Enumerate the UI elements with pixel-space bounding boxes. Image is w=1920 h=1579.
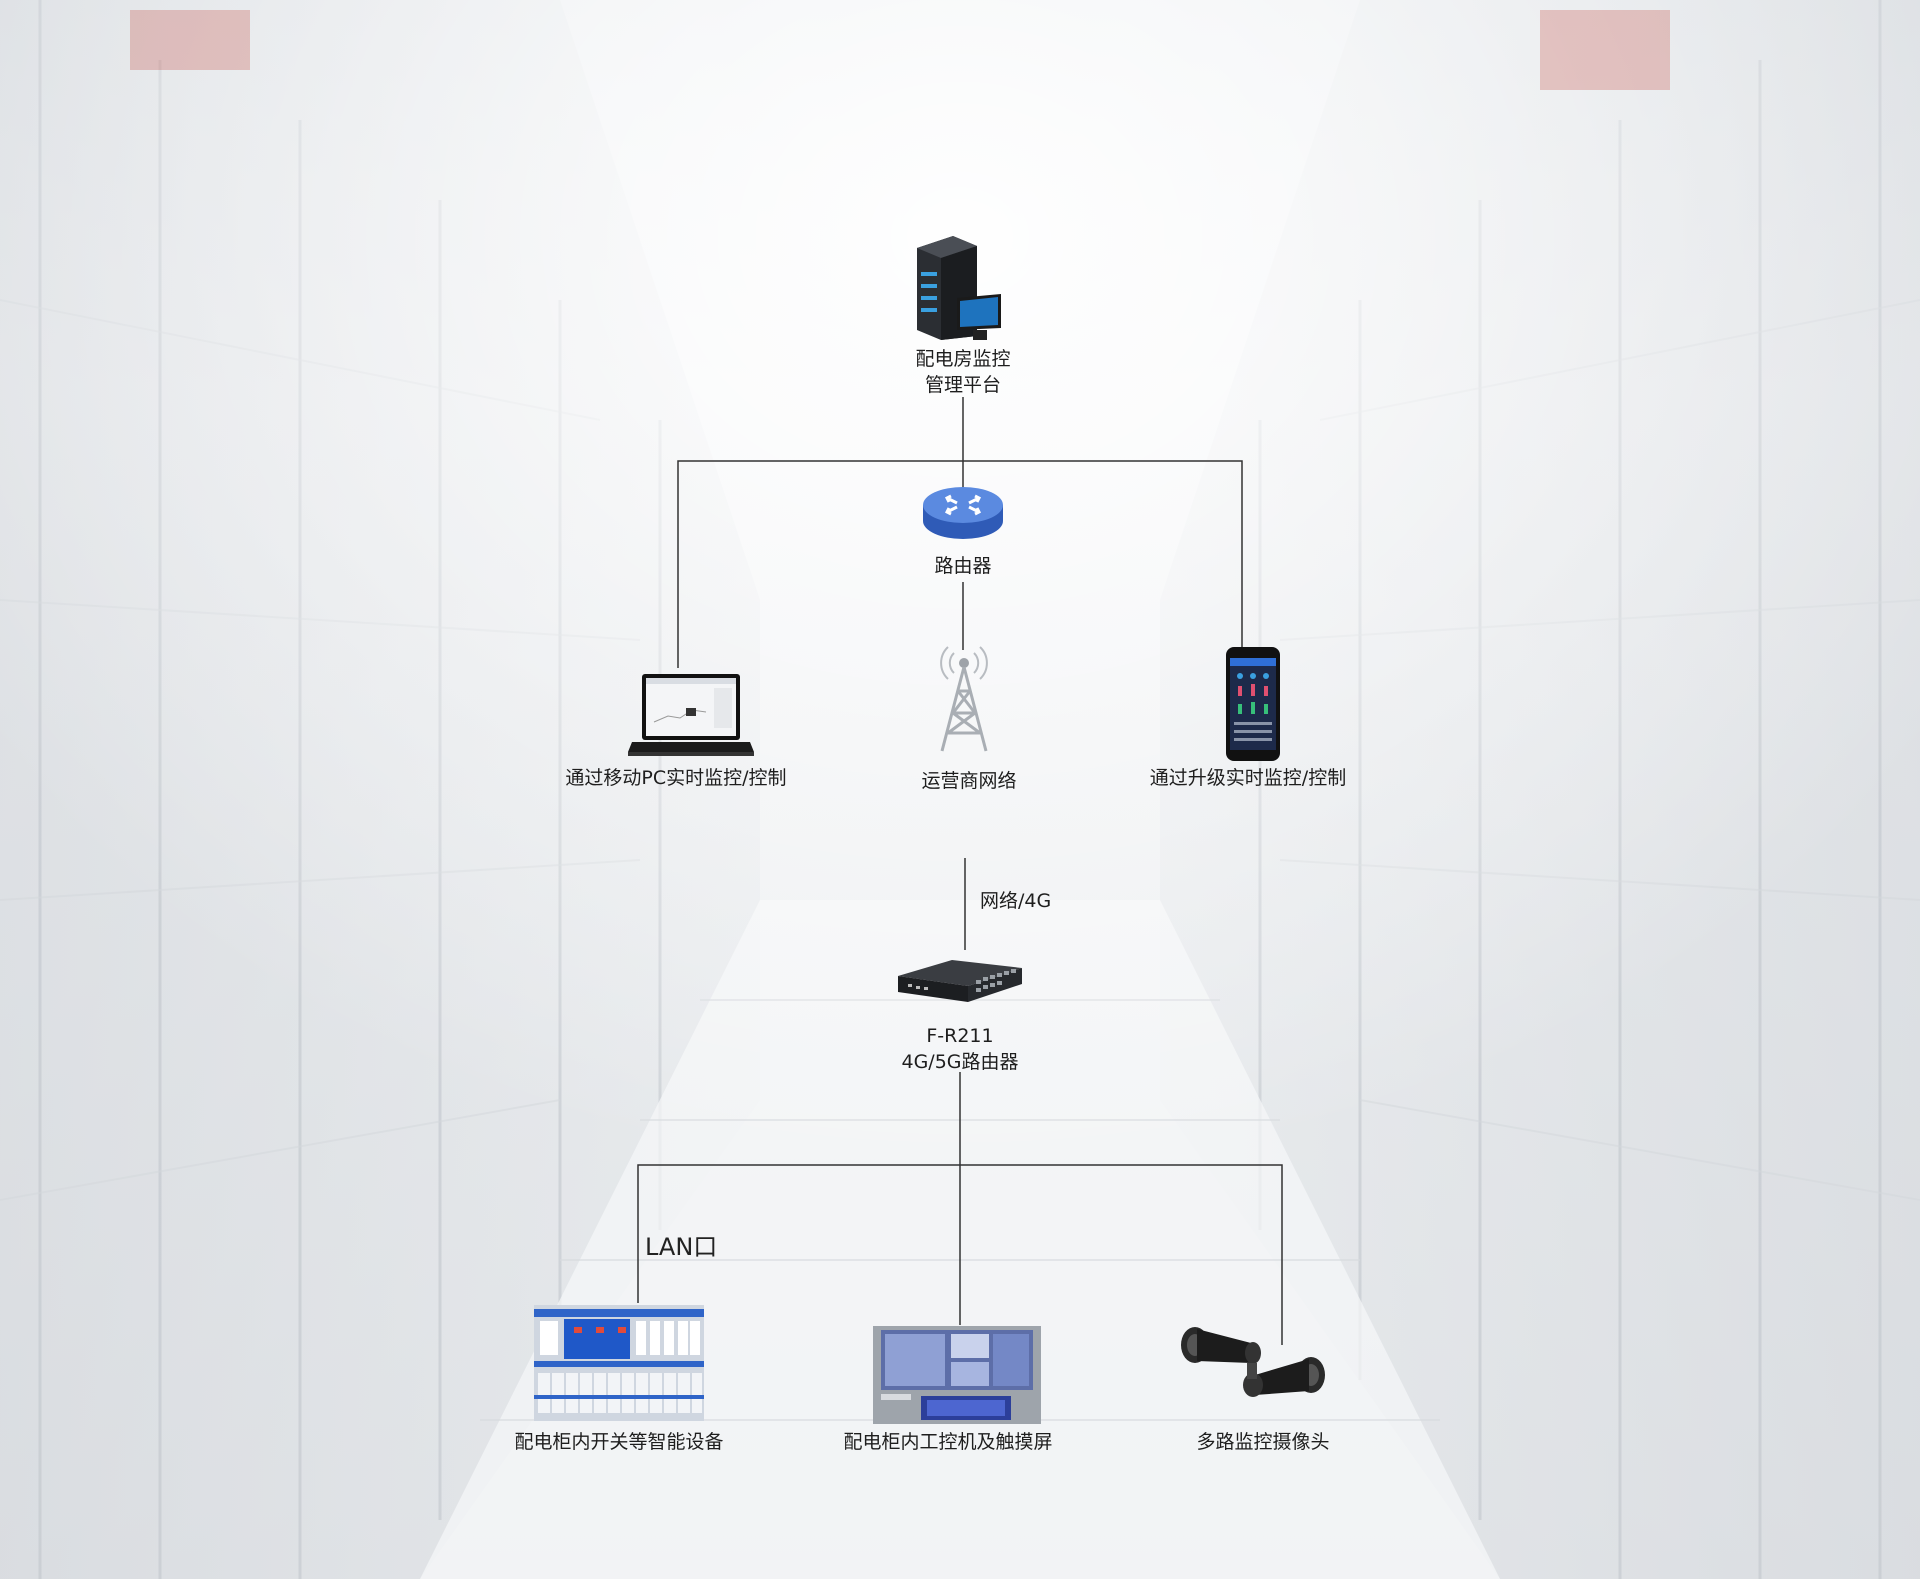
switchgear-label: 配电柜内开关等智能设备 [514,1431,724,1453]
gateway-label-model: F-R211 [926,1025,994,1047]
gateway-label-type: 4G/5G路由器 [901,1051,1019,1073]
phone-label: 通过升级实时监控/控制 [1149,767,1347,789]
pc-branch-line [677,460,963,668]
smartphone-icon [1225,646,1281,762]
platform-label-line2: 管理平台 [924,374,1001,396]
router-label: 路由器 [934,555,992,577]
platform-server-icon [905,232,1005,344]
gateway-router-icon [896,946,1024,1008]
surveillance-cameras-icon [1177,1323,1329,1415]
cell-tower-icon [928,643,1000,755]
cameras-label: 多路监控摄像头 [1196,1431,1330,1453]
platform-label-line1: 配电房监控 [915,348,1011,370]
phone-branch-line [963,460,1243,648]
gateway-label: F-R211 4G/5G路由器 [880,1023,1040,1075]
router-icon [921,483,1005,543]
touchscreen-label: 配电柜内工控机及触摸屏 [843,1431,1053,1453]
laptop-icon [628,672,754,758]
lan-bus-line [637,1164,1283,1345]
network-link-label: 网络/4G [980,890,1052,912]
pc-label: 通过移动PC实时监控/控制 [565,767,787,789]
touchscreen-ipc-icon [873,1326,1041,1424]
switchgear-device-icon [534,1305,704,1421]
platform-label: 配电房监控 管理平台 [883,346,1043,398]
lan-port-label: LAN口 [645,1233,718,1261]
tower-label: 运营商网络 [921,770,1017,792]
